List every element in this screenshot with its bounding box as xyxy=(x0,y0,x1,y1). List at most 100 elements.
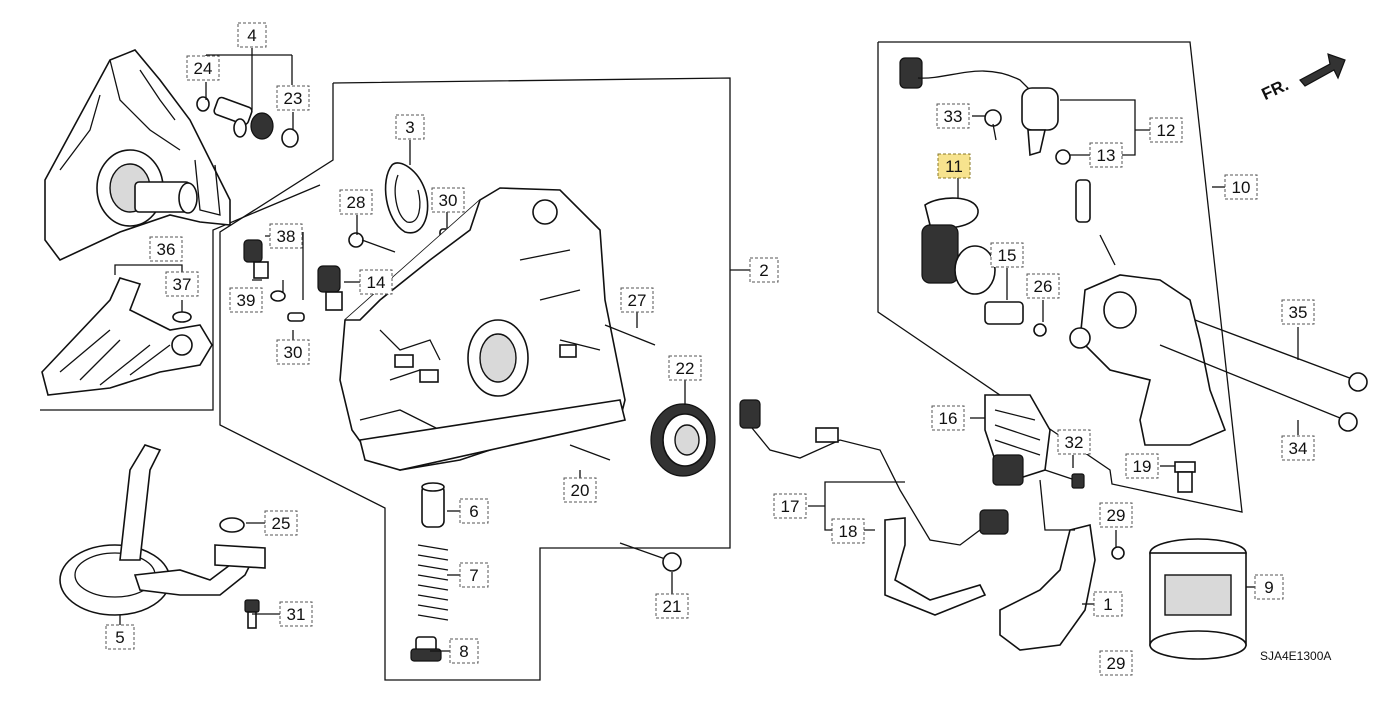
callout-33[interactable]: 33 xyxy=(936,103,970,129)
svg-text:38: 38 xyxy=(277,227,296,246)
callout-16[interactable]: 16 xyxy=(931,405,965,431)
svg-text:37: 37 xyxy=(173,275,192,294)
callout-21[interactable]: 21 xyxy=(655,593,689,619)
callout-8[interactable]: 8 xyxy=(449,638,479,664)
callout-12[interactable]: 12 xyxy=(1149,117,1183,143)
plug-19 xyxy=(1174,461,1196,493)
strainer-body-10 xyxy=(1069,274,1227,446)
callout-11[interactable]: 11 xyxy=(937,153,971,179)
svg-text:5: 5 xyxy=(115,628,124,647)
bolt-32 xyxy=(1044,469,1085,489)
callout-34[interactable]: 34 xyxy=(1281,435,1315,461)
svg-text:23: 23 xyxy=(284,89,303,108)
svg-text:3: 3 xyxy=(405,118,414,137)
callout-15[interactable]: 15 xyxy=(990,242,1024,268)
sensor-16 xyxy=(984,394,1051,486)
callout-30-upper[interactable]: 30 xyxy=(431,187,465,213)
oil-pump-body xyxy=(339,187,626,471)
svg-text:19: 19 xyxy=(1133,457,1152,476)
svg-text:21: 21 xyxy=(663,597,682,616)
callout-18[interactable]: 18 xyxy=(831,518,865,544)
baffle-plate-1 xyxy=(999,524,1125,651)
diagram-code: SJA4E1300A xyxy=(1260,649,1331,663)
callout-3[interactable]: 3 xyxy=(395,114,425,140)
callout-36[interactable]: 36 xyxy=(149,236,183,262)
callout-2[interactable]: 2 xyxy=(749,257,779,283)
svg-text:29: 29 xyxy=(1107,506,1126,525)
front-arrow-icon: FR. xyxy=(1259,53,1346,104)
svg-text:7: 7 xyxy=(469,566,478,585)
callout-10[interactable]: 10 xyxy=(1224,174,1258,200)
callout-26[interactable]: 26 xyxy=(1026,273,1060,299)
callout-1[interactable]: 1 xyxy=(1093,591,1123,617)
callout-24[interactable]: 24 xyxy=(186,55,220,81)
callout-17[interactable]: 17 xyxy=(773,493,807,519)
svg-text:27: 27 xyxy=(628,291,647,310)
svg-text:9: 9 xyxy=(1264,578,1273,597)
oil-seal-22 xyxy=(650,403,716,477)
oil-strainer-5 xyxy=(59,444,266,616)
svg-text:35: 35 xyxy=(1289,303,1308,322)
relief-valve-6 xyxy=(421,482,445,528)
callout-38[interactable]: 38 xyxy=(269,223,303,249)
svg-text:12: 12 xyxy=(1157,121,1176,140)
callout-29-upper[interactable]: 29 xyxy=(1099,502,1133,528)
oil-filter-9 xyxy=(1149,538,1247,660)
callout-25[interactable]: 25 xyxy=(264,510,298,536)
callout-30-lower[interactable]: 30 xyxy=(276,339,310,365)
svg-text:32: 32 xyxy=(1065,433,1084,452)
callout-35[interactable]: 35 xyxy=(1281,299,1315,325)
callout-6[interactable]: 6 xyxy=(459,498,489,524)
svg-text:8: 8 xyxy=(459,642,468,661)
svg-text:28: 28 xyxy=(347,193,366,212)
callout-39[interactable]: 39 xyxy=(229,287,263,313)
svg-text:20: 20 xyxy=(571,481,590,500)
oil-pressure-sensor-14 xyxy=(317,265,343,311)
svg-text:30: 30 xyxy=(284,343,303,362)
callouts: 1 2 3 4 5 6 7 8 9 10 11 12 13 14 15 16 1… xyxy=(105,22,1315,676)
studs-27-20 xyxy=(569,324,656,461)
callout-27[interactable]: 27 xyxy=(620,287,654,313)
callout-23[interactable]: 23 xyxy=(276,85,310,111)
front-direction-label: FR. xyxy=(1259,75,1292,104)
callout-4[interactable]: 4 xyxy=(237,22,267,48)
svg-text:13: 13 xyxy=(1097,146,1116,165)
svg-text:14: 14 xyxy=(367,273,386,292)
svg-text:11: 11 xyxy=(945,157,963,176)
callout-9[interactable]: 9 xyxy=(1254,574,1284,600)
callout-7[interactable]: 7 xyxy=(459,562,489,588)
o-ring-3 xyxy=(384,162,429,234)
svg-text:36: 36 xyxy=(157,240,176,259)
harness-17 xyxy=(739,399,1009,546)
oil-pump-frame xyxy=(219,77,731,681)
bolt-28 xyxy=(348,232,396,253)
callout-13[interactable]: 13 xyxy=(1089,142,1123,168)
svg-text:16: 16 xyxy=(939,409,958,428)
svg-text:10: 10 xyxy=(1232,178,1251,197)
svg-text:1: 1 xyxy=(1103,595,1112,614)
callout-14[interactable]: 14 xyxy=(359,269,393,295)
svg-text:22: 22 xyxy=(676,359,695,378)
svg-text:39: 39 xyxy=(237,291,256,310)
stiffener-36 xyxy=(41,277,213,396)
callout-28[interactable]: 28 xyxy=(339,189,373,215)
svg-text:15: 15 xyxy=(998,246,1017,265)
callout-19[interactable]: 19 xyxy=(1125,453,1159,479)
svg-text:17: 17 xyxy=(781,497,800,516)
svg-text:2: 2 xyxy=(759,261,768,280)
callout-20[interactable]: 20 xyxy=(563,477,597,503)
svg-text:30: 30 xyxy=(439,191,458,210)
callout-32[interactable]: 32 xyxy=(1057,429,1091,455)
callout-31[interactable]: 31 xyxy=(279,601,313,627)
spool-valve-frame xyxy=(877,41,1243,513)
spool-valve-assembly xyxy=(899,57,1116,295)
callout-29-lower[interactable]: 29 xyxy=(1099,650,1133,676)
callout-5[interactable]: 5 xyxy=(105,624,135,650)
engine-block-frame xyxy=(40,184,321,411)
callout-22[interactable]: 22 xyxy=(668,355,702,381)
oil-pressure-switch-38 xyxy=(243,239,286,302)
callout-37[interactable]: 37 xyxy=(165,271,199,297)
svg-text:24: 24 xyxy=(194,59,213,78)
